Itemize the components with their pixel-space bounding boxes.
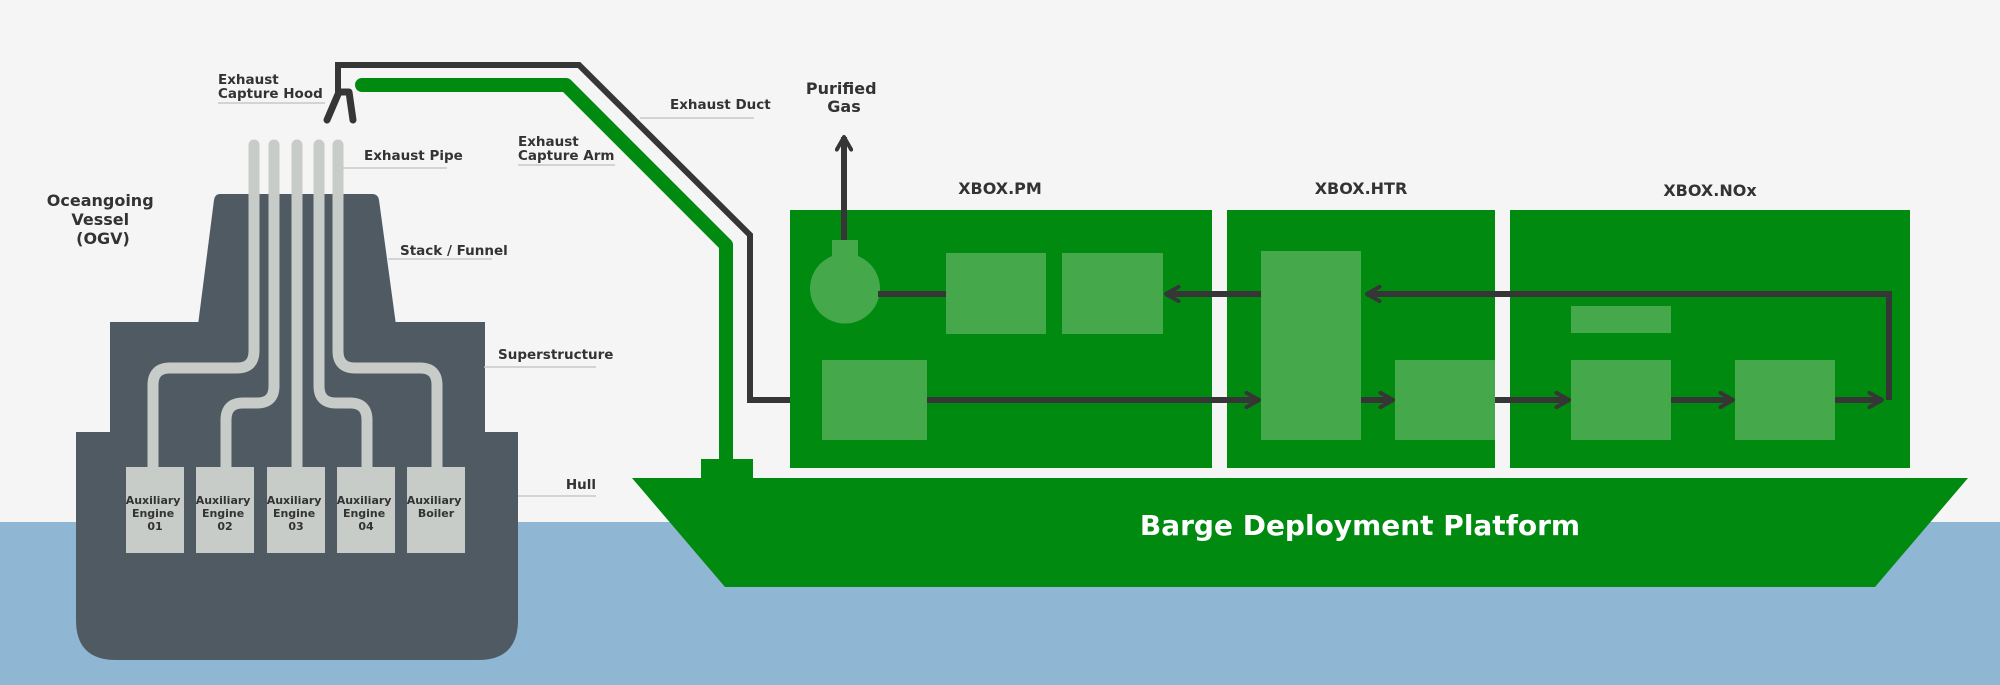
barge-title: Barge Deployment Platform	[1140, 509, 1580, 542]
engine-label-02: Auxiliary Engine 02	[196, 494, 255, 533]
exhaust-duct-green	[355, 78, 733, 477]
nox-injector	[1571, 306, 1671, 333]
pm-inlet-unit	[822, 360, 927, 440]
engine-label-01: Auxiliary Engine 01	[126, 494, 185, 533]
label-exhaust-capture-arm: Exhaust Capture Arm	[518, 134, 614, 164]
nox-reactor-2	[1735, 360, 1835, 440]
htr-heat-exchanger	[1261, 251, 1361, 440]
exhaust-capture-hood	[323, 88, 357, 124]
boiler-box	[407, 467, 465, 553]
exhaust-pipes	[147, 139, 443, 474]
exhaust-duct-frame	[335, 62, 815, 403]
purified-gas-label: Purified Gas	[806, 79, 882, 116]
module-title-nox: XBOX.NOx	[1663, 181, 1757, 200]
fan-blower	[810, 240, 880, 324]
exhaust-pipe-04	[313, 139, 373, 474]
engine-label-04: Auxiliary Engine 04	[337, 494, 396, 533]
label-exhaust-duct: Exhaust Duct	[670, 97, 771, 113]
engine-box-01	[126, 467, 184, 553]
nox-reactor-1	[1571, 360, 1671, 440]
engine-box-03	[267, 467, 325, 553]
module-title-pm: XBOX.PM	[958, 179, 1042, 198]
engine-box-04	[337, 467, 395, 553]
module-title-htr: XBOX.HTR	[1315, 179, 1408, 198]
engines: Auxiliary Engine 01 Auxiliary Engine 02 …	[126, 467, 466, 553]
exhaust-pipe-boiler	[332, 139, 443, 474]
engine-label-03: Auxiliary Engine 03	[267, 494, 326, 533]
label-exhaust-pipe: Exhaust Pipe	[364, 148, 463, 164]
leader-lines	[218, 102, 754, 497]
boiler-label: Auxiliary Boiler	[407, 494, 466, 520]
flow-lines	[844, 137, 1892, 400]
barge-hull	[632, 478, 1968, 587]
module-components	[810, 240, 1835, 440]
exhaust-pipe-02	[220, 139, 280, 474]
flow-return-to-htr	[1367, 294, 1892, 400]
label-hull: Hull	[566, 477, 596, 493]
pm-filter-2	[1062, 253, 1163, 334]
label-stack-funnel: Stack / Funnel	[400, 243, 508, 259]
engine-box-02	[196, 467, 254, 553]
htr-heater	[1395, 360, 1495, 440]
exhaust-pipe-01	[147, 139, 260, 474]
module-xbox-nox	[1510, 210, 1910, 468]
pm-filter-1	[946, 253, 1046, 334]
label-exhaust-capture-hood: Exhaust Capture Hood	[218, 72, 323, 102]
vessel-title: Oceangoing Vessel (OGV)	[47, 191, 159, 248]
label-superstructure: Superstructure	[498, 347, 613, 363]
